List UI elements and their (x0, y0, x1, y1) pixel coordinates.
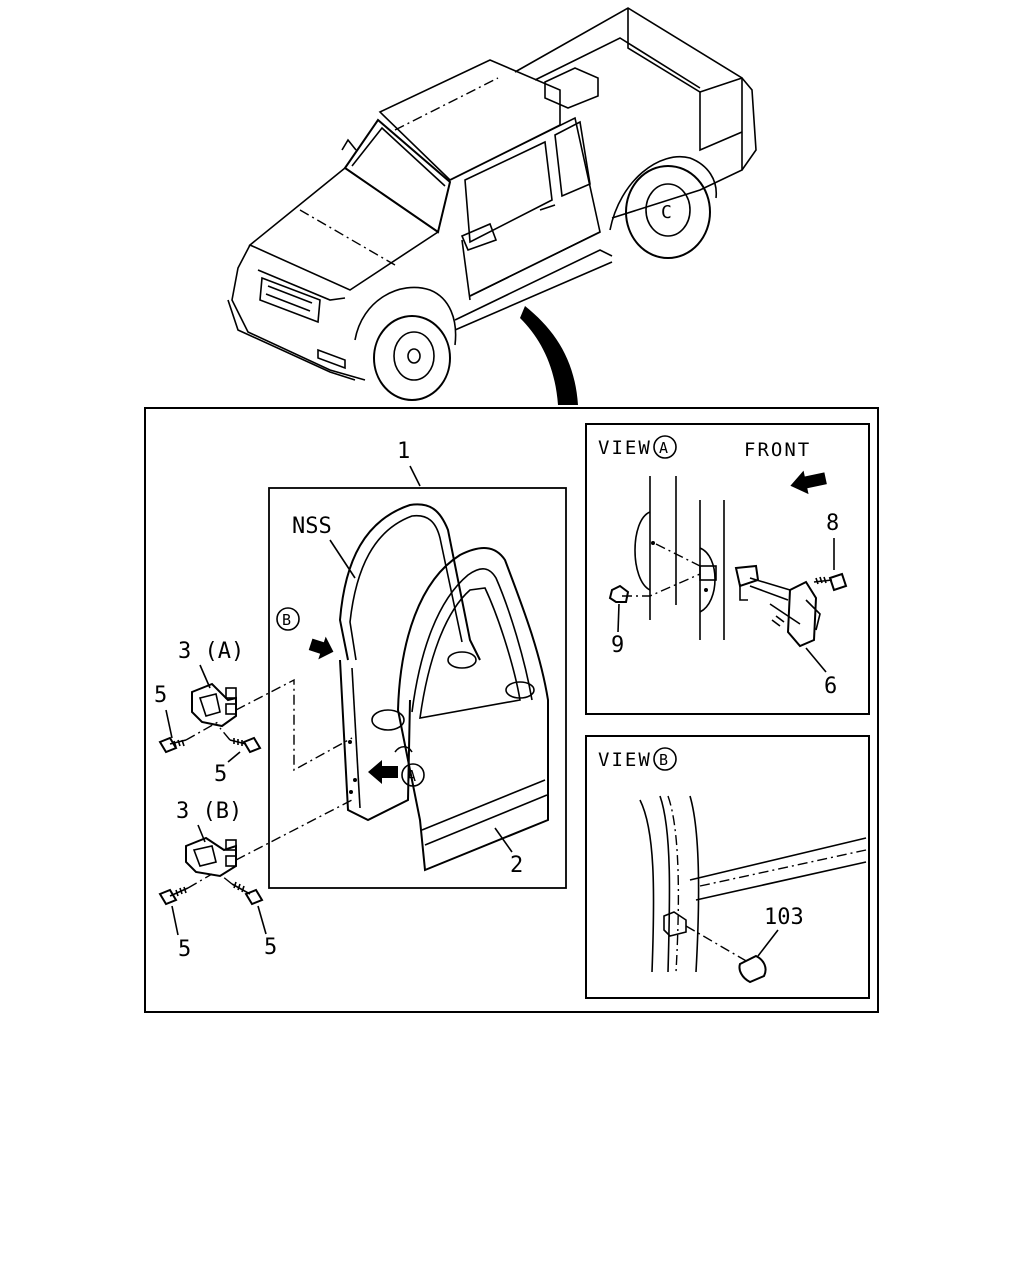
callout-part-5-c: 5 (178, 937, 191, 962)
nss-label: NSS (292, 514, 332, 539)
callout-part-3b: 3 (B) (176, 799, 242, 824)
inner-door-frame (338, 503, 481, 822)
bolt-5-lower-right (231, 881, 264, 906)
outer-door-panel (396, 547, 549, 872)
bolt-5-upper-right (229, 736, 262, 754)
main-diagram-frame (144, 407, 879, 1013)
view-b-marker: B (659, 751, 668, 769)
lower-hinge-3b (185, 836, 237, 878)
marker-b-text: B (282, 611, 291, 629)
door-assembly-box (268, 487, 567, 889)
callout-part-5-a: 5 (154, 683, 167, 708)
front-label: FRONT (744, 439, 811, 461)
view-a-marker: A (659, 439, 668, 457)
front-arrow (790, 470, 827, 495)
view-b-part-103: 103 (764, 905, 804, 930)
view-a-part-8: 8 (826, 511, 839, 536)
callout-part-5-d: 5 (264, 935, 277, 960)
pickup-truck-illustration: C (227, 7, 757, 405)
callout-part-5-b: 5 (214, 762, 227, 787)
bolt-5-lower-left (158, 886, 189, 906)
view-a-title: VIEW (598, 437, 652, 459)
callout-part-1: 1 (397, 439, 410, 464)
callout-part-3a: 3 (A) (178, 639, 244, 664)
marker-a-text: A (407, 767, 416, 785)
view-b-arrow: B (276, 607, 334, 660)
view-b-panel: VIEW B 103 (585, 735, 870, 999)
upper-hinge-3a (191, 682, 237, 728)
bolt-5-upper-left (158, 736, 187, 754)
callout-part-2: 2 (510, 853, 523, 878)
view-a-part-6: 6 (824, 674, 837, 699)
view-a-arrow: A (368, 745, 425, 787)
svg-text:C: C (661, 202, 672, 223)
view-a-part-9: 9 (611, 633, 624, 658)
view-a-panel: VIEW A FRONT 8 9 6 (585, 423, 870, 715)
view-b-title: VIEW (598, 749, 652, 771)
